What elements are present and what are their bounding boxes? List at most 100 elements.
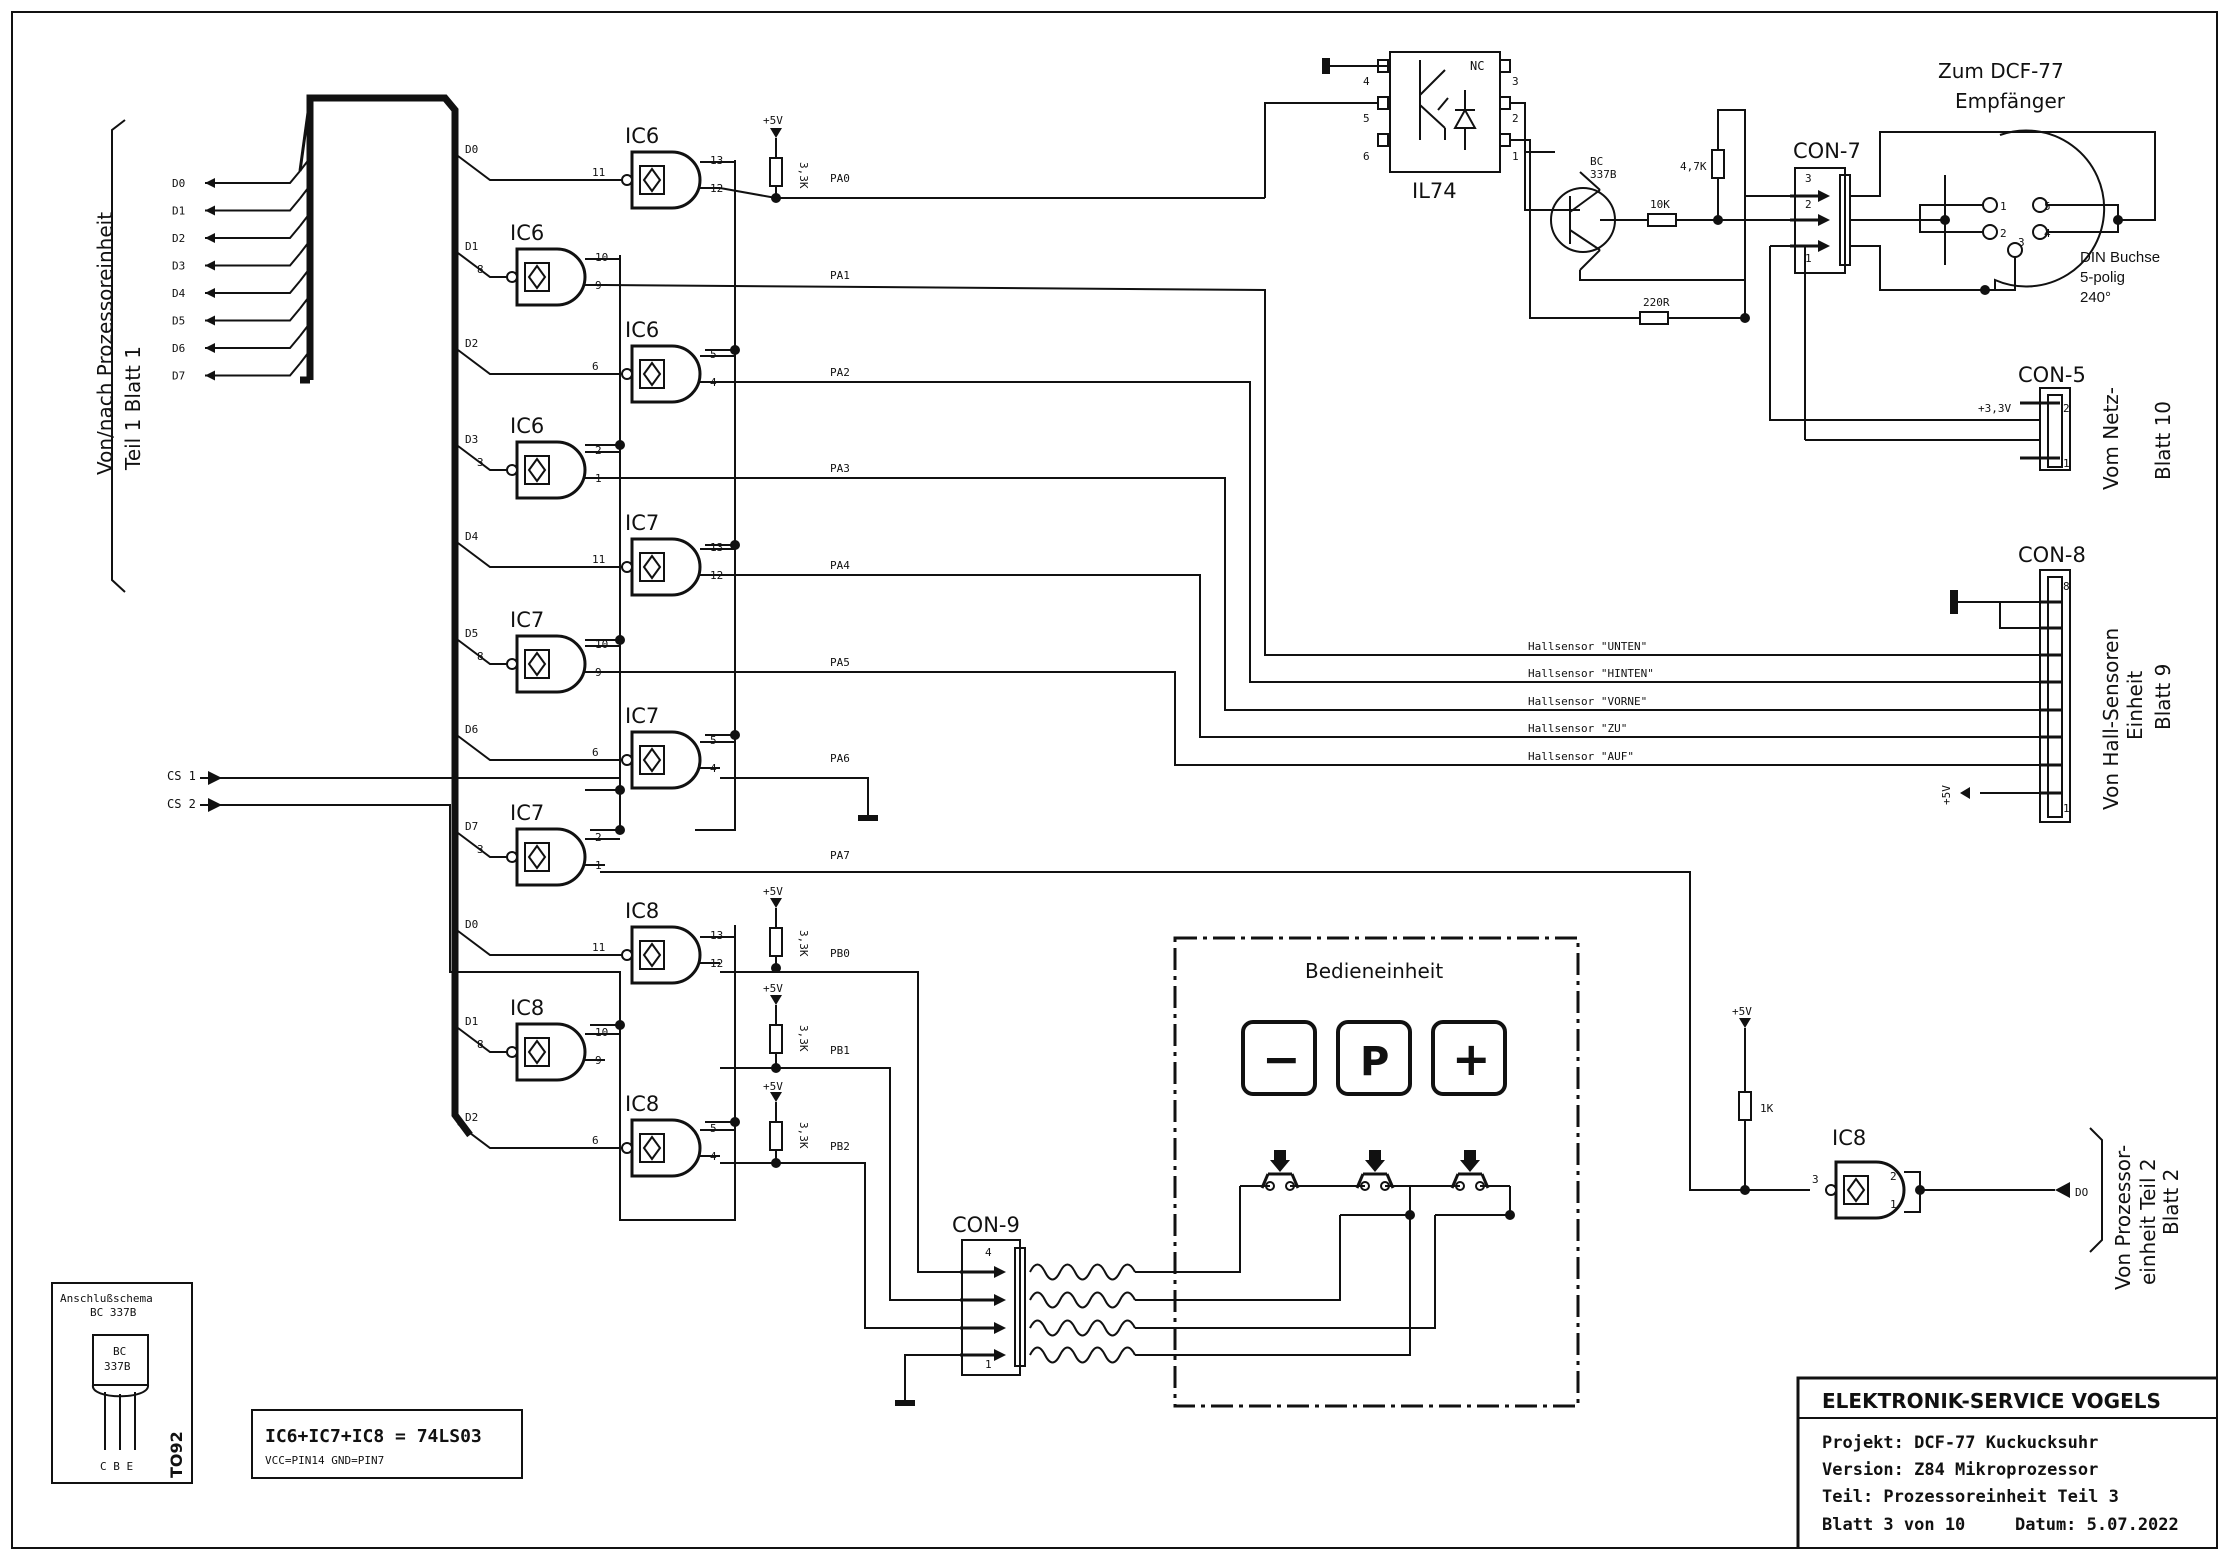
gate-label: IC8	[625, 899, 659, 923]
bus-label: D2	[465, 337, 478, 350]
plus-button: +	[1431, 1020, 1507, 1096]
hall-vcc: +5V	[1940, 785, 1953, 805]
gate-ic8-pb0	[620, 925, 702, 985]
con9-pin1: 1	[985, 1358, 992, 1371]
r10k-label: 10K	[1650, 198, 1670, 211]
gate-symbol	[620, 150, 702, 210]
right-label-2: einheit Teil 2	[2136, 1158, 2160, 1285]
bus-tap	[457, 639, 507, 665]
gate-ic7-pa5	[505, 634, 587, 694]
company-name: ELEKTRONIK-SERVICE VOGELS	[1822, 1389, 2161, 1413]
con-9: CON-9 4 1	[720, 971, 1215, 1406]
din-socket: Zum DCF-77 Empfänger 1 2 3 4 5 DIN Buchs…	[1919, 59, 2160, 306]
left-pin-arrow	[205, 178, 215, 188]
transistor-schema: Anschlußschema BC 337B BC 337B C B E TO9…	[51, 1282, 193, 1484]
gate-pin-a: 10	[595, 251, 608, 264]
vcc-do: +5V	[1732, 1005, 1752, 1018]
bus-fan-line	[299, 322, 311, 337]
cs2-label: CS 2	[167, 797, 196, 811]
con9-pin4: 4	[985, 1246, 992, 1259]
left-pin-arrow	[205, 205, 215, 216]
left-pin-arrow	[205, 233, 215, 243]
left-pin-arrow	[205, 343, 215, 353]
left-pin-label-d7: D7	[172, 370, 185, 383]
gate-label: IC8	[625, 1092, 659, 1116]
gate-ic8-pb2	[620, 1118, 702, 1178]
minus-button-label: −	[1262, 1032, 1301, 1086]
date-line: Datum: 5.07.2022	[2015, 1515, 2179, 1535]
gate-symbol	[505, 440, 587, 500]
bus-fan-line	[299, 349, 311, 365]
con8-side-label-1: Von Hall-Sensoren	[2099, 628, 2123, 810]
din-pin5: 5	[2044, 200, 2051, 213]
gate-array: IC6111312D0IC68109D1IC6654D2IC6321D3IC71…	[457, 124, 735, 1178]
port-label-pa5: PA5	[830, 656, 850, 669]
con5-pin2: 2	[2063, 402, 2070, 415]
right-label-1: Von Prozessor-	[2111, 1145, 2135, 1290]
con9-label: CON-9	[952, 1213, 1020, 1237]
left-pin-wire	[225, 225, 301, 239]
left-pin-wire	[225, 307, 301, 322]
gate-label: IC7	[625, 704, 659, 728]
hall-sensor-lines: Hallsensor "UNTEN"Hallsensor "HINTEN"Hal…	[1528, 640, 1654, 763]
gate-pin-in: 11	[592, 166, 605, 179]
gate-pin-in: 11	[592, 941, 605, 954]
gate-pin-a: 5	[710, 734, 717, 747]
panel-title: Bedieneinheit	[1305, 959, 1443, 983]
bus-label: D0	[465, 918, 478, 931]
con8-pin1: 1	[2063, 802, 2070, 815]
left-connector-label: Von/nach Prozessoreinheit	[93, 212, 117, 475]
bus-tap	[457, 1123, 622, 1149]
din-pin1: 1	[2000, 200, 2007, 213]
gate-pin-a: 13	[710, 154, 723, 167]
left-pin-arrow	[205, 288, 215, 298]
din-pin4: 4	[2044, 227, 2051, 240]
port-label-pb1: PB1	[830, 1044, 850, 1057]
left-pin-label-d3: D3	[172, 260, 185, 273]
il74-label: IL74	[1412, 179, 1457, 203]
bus-fan-line	[299, 239, 311, 255]
gate-symbol	[505, 634, 587, 694]
bus-fan-line	[299, 184, 311, 200]
p-button-label: P	[1360, 1039, 1389, 1085]
port-label-pa2: PA2	[830, 366, 850, 379]
con5-33v: +3,3V	[1978, 402, 2011, 415]
gate-pin-in: 11	[592, 553, 605, 566]
gate-ic7-pa7	[505, 827, 587, 887]
con7-pin1: 1	[1805, 252, 1812, 265]
right-ic8-pin1: 1	[1890, 1198, 1897, 1211]
left-pin-label-d5: D5	[172, 315, 185, 328]
gate-symbol	[620, 730, 702, 790]
con7-pin3: 3	[1805, 172, 1812, 185]
right-ic8-label: IC8	[1832, 1126, 1866, 1150]
ic-note-2: VCC=PIN14 GND=PIN7	[265, 1454, 384, 1467]
left-pin-wire	[225, 362, 301, 377]
left-pin-label-d1: D1	[172, 205, 185, 218]
pa-route-3	[605, 477, 2040, 711]
gate-pin-a: 10	[595, 1026, 608, 1039]
right-label-3: Blatt 2	[2159, 1169, 2183, 1235]
bus-tap	[457, 832, 507, 858]
plus-button-label: +	[1452, 1032, 1491, 1086]
r33k-label-1: 3,3K	[797, 162, 810, 189]
control-panel: Bedieneinheit − P +	[1173, 936, 1580, 1408]
gate-pin-a: 5	[710, 1122, 717, 1135]
r220-label: 220R	[1643, 296, 1670, 309]
gate-ic6-pa2	[620, 344, 702, 404]
pa6-wire	[720, 777, 869, 815]
gate-chain-wiring	[220, 160, 740, 1221]
il74-pin3: 3	[1512, 75, 1519, 88]
gate-pin-in: 6	[592, 360, 599, 373]
gate-symbol	[505, 247, 587, 307]
gate-label: IC7	[510, 801, 544, 825]
left-connector-sublabel: Teil 1 Blatt 1	[121, 346, 145, 471]
gate-ic7-pa4	[620, 537, 702, 597]
gate-symbol	[505, 1022, 587, 1082]
gate-label: IC6	[625, 124, 659, 148]
sheet-border	[11, 11, 2218, 1549]
gate-ic8-pb1	[505, 1022, 587, 1082]
bus-tap	[457, 445, 507, 471]
gate-pin-a: 2	[595, 444, 602, 457]
